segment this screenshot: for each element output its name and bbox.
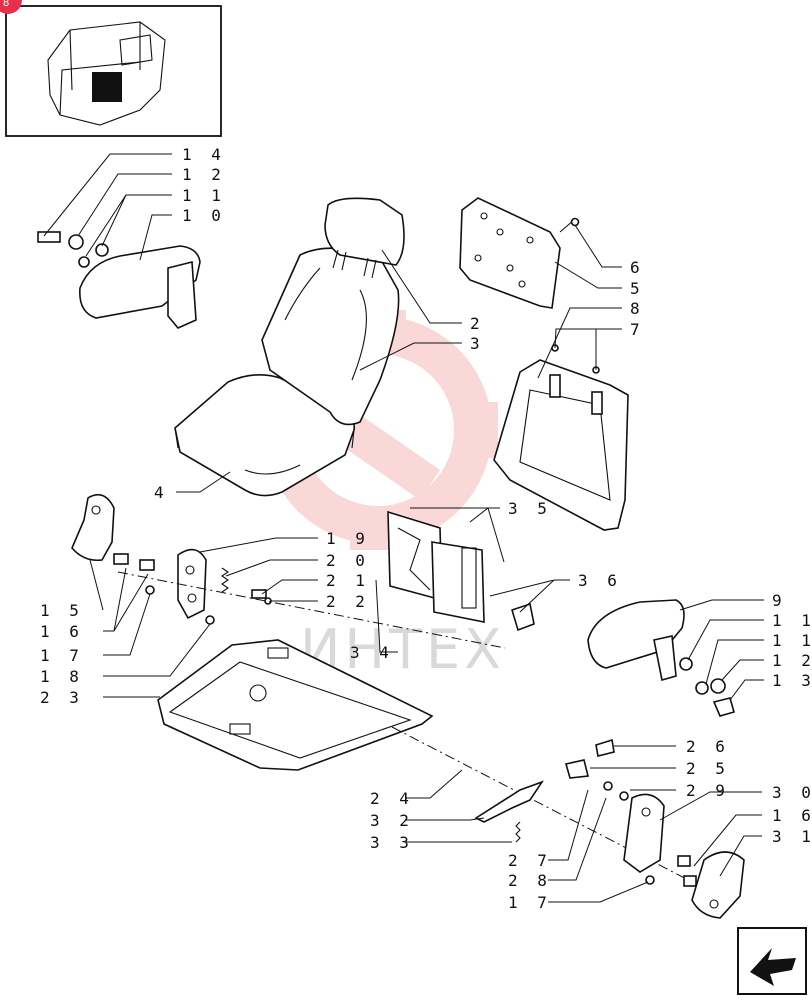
thumbnail-frame[interactable] <box>5 5 222 137</box>
callout-28: 2 8 <box>508 871 552 890</box>
left-bracket-19 <box>177 548 207 620</box>
callout-35: 3 5 <box>508 499 552 518</box>
callout-14: 1 4 <box>182 145 226 164</box>
callout-11b: 1 1 <box>772 631 812 650</box>
callout-36: 3 6 <box>578 571 622 590</box>
callout-18: 1 8 <box>40 667 84 686</box>
left-armrest <box>79 245 201 329</box>
callout-9: 9 <box>772 591 787 610</box>
callout-23: 2 3 <box>40 688 84 707</box>
mid-bracket-plates <box>387 510 485 623</box>
callout-3: 3 <box>470 334 485 353</box>
screw-6 <box>559 217 580 233</box>
seat-backrest <box>261 247 400 426</box>
left-bolts-16-17-18 <box>113 553 215 625</box>
seat-base <box>157 639 434 771</box>
left-lever-15 <box>71 493 115 562</box>
callout-24: 2 4 <box>370 789 414 808</box>
callout-17b: 1 7 <box>508 893 552 912</box>
right-armrest-bolts <box>679 657 735 717</box>
callout-34: 3 4 <box>350 643 394 662</box>
headrest <box>324 197 405 279</box>
right-bolts <box>603 781 697 887</box>
callout-12: 1 2 <box>182 165 226 184</box>
callout-25: 2 5 <box>686 759 730 778</box>
axis-line-left <box>117 571 506 649</box>
callout-22: 2 2 <box>326 592 370 611</box>
callout-15: 1 5 <box>40 601 84 620</box>
callout-21: 2 1 <box>326 571 370 590</box>
callout-20: 2 0 <box>326 551 370 570</box>
callout-31: 3 1 <box>772 827 812 846</box>
callout-12b: 1 2 <box>772 651 812 670</box>
back-plate <box>459 197 561 309</box>
backrest-frame <box>493 344 629 531</box>
callout-30: 3 0 <box>772 783 812 802</box>
callout-11a: 1 1 <box>772 611 812 630</box>
knob-36 <box>511 602 535 632</box>
callout-29: 2 9 <box>686 781 730 800</box>
spring-20 <box>221 567 229 593</box>
lever-32 <box>474 780 545 823</box>
callout-27: 2 7 <box>508 851 552 870</box>
cam-26-25 <box>564 738 615 779</box>
next-page-arrow-icon[interactable] <box>737 927 807 995</box>
callout-19: 1 9 <box>326 529 370 548</box>
left-armrest-bolts <box>37 231 109 268</box>
callout-labels: 1 4 1 2 1 1 1 0 6 5 8 7 2 3 4 3 5 1 9 2 … <box>40 145 812 912</box>
lever-31 <box>691 851 745 919</box>
callout-26: 2 6 <box>686 737 730 756</box>
tractor-cab-icon <box>47 21 166 126</box>
callout-13: 1 3 <box>772 671 812 690</box>
callout-4: 4 <box>154 483 169 502</box>
callout-5: 5 <box>630 279 645 298</box>
bolt-21-22 <box>251 589 272 605</box>
callout-16b: 1 6 <box>772 806 812 825</box>
callout-7: 7 <box>630 320 645 339</box>
callout-32: 3 2 <box>370 811 414 830</box>
callout-6: 6 <box>630 258 645 277</box>
callout-10: 1 0 <box>182 206 226 225</box>
page-badge[interactable]: 8 <box>0 0 22 14</box>
callout-33: 3 3 <box>370 833 414 852</box>
callout-11: 1 1 <box>182 186 226 205</box>
spring-33 <box>515 821 521 843</box>
callout-8: 8 <box>630 299 645 318</box>
leader-lines <box>43 153 764 903</box>
bracket-30 <box>623 793 665 873</box>
callout-16: 1 6 <box>40 622 84 641</box>
right-armrest <box>587 599 685 682</box>
callout-17: 1 7 <box>40 646 84 665</box>
callout-2: 2 <box>470 314 485 333</box>
page-badge-label: 8 <box>3 0 9 9</box>
